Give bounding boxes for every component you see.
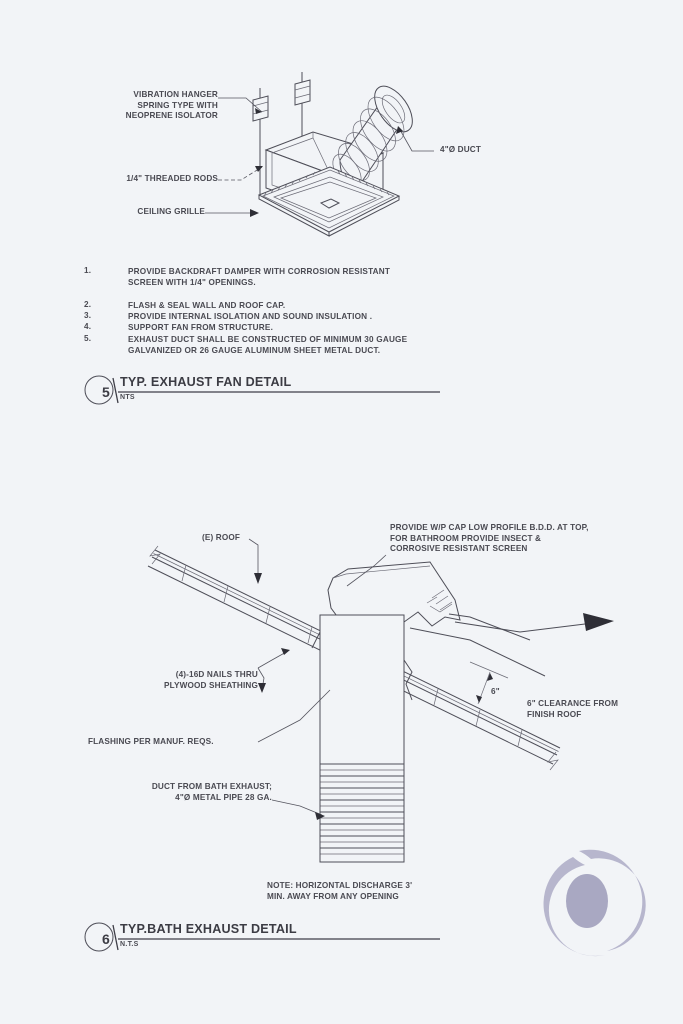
label-threaded-rods: 1/4" THREADED RODS [126,174,218,183]
label-clearance: 6" CLEARANCE FROM FINISH ROOF [527,699,619,719]
label-existing-roof: (E) ROOF [202,533,241,542]
note-number: 3. [84,311,92,320]
detail-5-scale: NTS [120,394,135,401]
duct-bands [320,769,404,855]
label-vibration-hanger: VIBRATION HANGER SPRING TYPE WITH NEOPRE… [125,90,218,121]
note-number: 4. [84,322,92,331]
label-nails: (4)-16D NAILS THRU PLYWOOD SHEATHING [164,670,258,690]
detail-6-number: 6 [102,931,110,947]
detail-5-title: TYP. EXHAUST FAN DETAIL [120,375,292,389]
note-text: EXHAUST DUCT SHALL BE CONSTRUCTED OF MIN… [128,335,408,356]
label-ceiling-grille: CEILING GRILLE [137,207,205,216]
note-number: 5. [84,334,92,343]
note-number: 1. [84,266,92,275]
note-text: SUPPORT FAN FROM STRUCTURE. [128,323,274,332]
note-number: 2. [84,300,92,309]
label-duct-size: 4"Ø DUCT [440,145,482,154]
note-text: PROVIDE BACKDRAFT DAMPER WITH CORROSION … [128,267,391,288]
detail-6-scale: N.T.S [120,941,139,948]
label-duct-from-bath: DUCT FROM BATH EXHAUST; 4"Ø METAL PIPE 2… [151,782,272,802]
label-dimension-6in: 6" [491,687,500,696]
label-flashing: FLASHING PER MANUF. REQS. [88,737,214,746]
watermark-logo [543,849,646,957]
note-text: FLASH & SEAL WALL AND ROOF CAP. [128,301,286,310]
detail-6-title: TYP.BATH EXHAUST DETAIL [120,922,297,936]
label-bottom-note: NOTE: HORIZONTAL DISCHARGE 3' MIN. AWAY … [267,881,413,901]
note-text: PROVIDE INTERNAL ISOLATION AND SOUND INS… [128,312,373,321]
label-cap-note: PROVIDE W/P CAP LOW PROFILE B.D.D. AT TO… [390,523,589,554]
detail-5-number: 5 [102,384,110,400]
